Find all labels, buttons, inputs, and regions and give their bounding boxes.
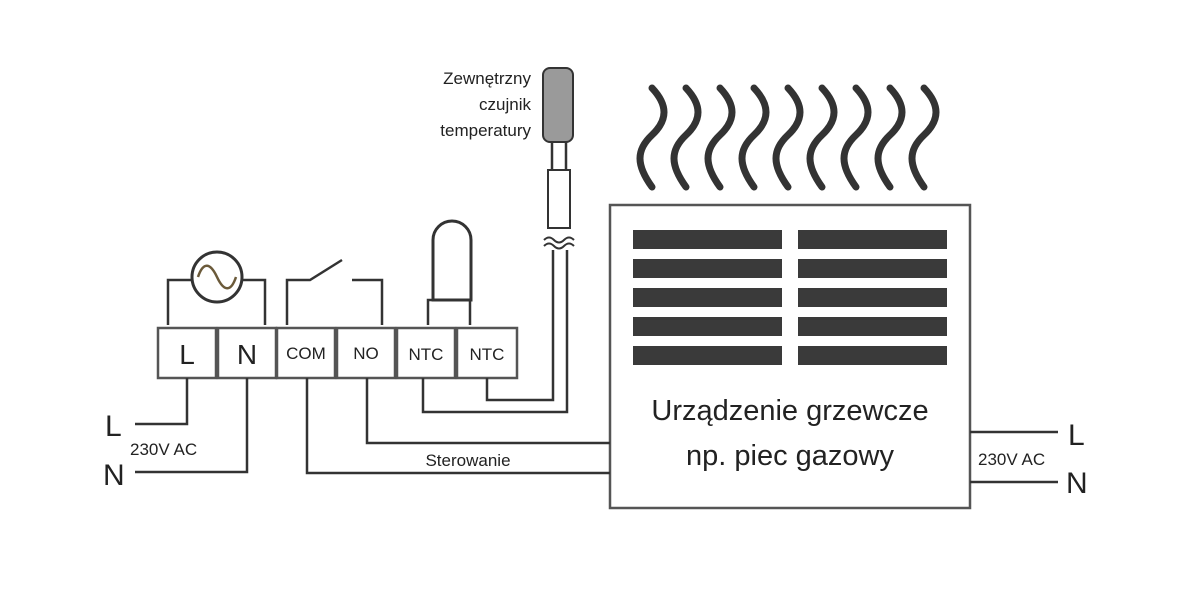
terminal-ntc-1: NTC xyxy=(395,326,457,380)
heater-unit: Urządzenie grzewcze np. piec gazowy xyxy=(608,203,972,510)
heat-wave xyxy=(772,84,804,191)
terminal-com-label: COM xyxy=(286,344,326,363)
temperature-probe-icon: Zewnętrzny czujnik temperatury xyxy=(440,67,575,250)
left-supply-voltage: 230V AC xyxy=(130,440,197,459)
heater-bar xyxy=(798,288,947,307)
heater-bar xyxy=(798,259,947,278)
heater-label-line-1: Urządzenie grzewcze xyxy=(651,395,928,427)
heater-bar xyxy=(798,230,947,249)
sensor-label-line-1: Zewnętrzny xyxy=(443,69,531,88)
terminal-com: COM xyxy=(275,326,337,380)
heater-label-line-2: np. piec gazowy xyxy=(686,440,894,472)
heater-bar xyxy=(798,317,947,336)
sensor-label-line-3: temperatury xyxy=(440,121,531,140)
terminal-ntc-2-label: NTC xyxy=(470,345,505,364)
terminal-n: N xyxy=(216,326,278,380)
terminal-l: L xyxy=(156,326,218,380)
terminal-ntc-1-label: NTC xyxy=(409,345,444,364)
motor-icon xyxy=(166,250,267,325)
ntc-wire-2 xyxy=(485,250,555,402)
heat-wave xyxy=(874,84,906,191)
supply-n-wire xyxy=(135,378,249,474)
left-supply-l-label: L xyxy=(105,410,122,443)
terminal-no-label: NO xyxy=(353,344,379,363)
heat-wave xyxy=(704,84,736,191)
com-wire xyxy=(305,378,610,475)
terminal-l-label: L xyxy=(179,339,195,370)
heat-wave xyxy=(670,84,702,191)
sensor-label-line-2: czujnik xyxy=(479,95,531,114)
heat-wave xyxy=(806,84,838,191)
supply-l-wire xyxy=(135,378,189,426)
control-wire-label: Sterowanie xyxy=(425,451,510,470)
terminal-block: L N COM NO NTC NTC xyxy=(156,326,519,380)
no-wire xyxy=(365,378,610,445)
right-supply-l-label: L xyxy=(1068,419,1085,452)
terminal-n-label: N xyxy=(237,339,257,370)
wires xyxy=(135,250,1058,484)
heater-bar xyxy=(633,259,782,278)
heater-bar xyxy=(633,288,782,307)
heat-waves-icon xyxy=(636,84,940,191)
right-supply-voltage: 230V AC xyxy=(978,450,1045,469)
right-supply-n-label: N xyxy=(1066,467,1088,500)
heater-grille xyxy=(633,230,947,365)
heat-wave xyxy=(636,84,668,191)
heater-bar xyxy=(798,346,947,365)
heat-wave xyxy=(738,84,770,191)
ntc-wire-1 xyxy=(421,250,569,414)
heat-wave xyxy=(840,84,872,191)
left-supply-n-label: N xyxy=(103,459,125,492)
heater-bar xyxy=(633,230,782,249)
terminal-ntc-2: NTC xyxy=(455,326,519,380)
bulb-icon xyxy=(426,219,473,325)
heater-bar xyxy=(633,346,782,365)
heat-wave xyxy=(908,84,940,191)
heater-bar xyxy=(633,317,782,336)
terminal-no: NO xyxy=(335,326,397,380)
relay-switch-icon xyxy=(285,258,384,325)
